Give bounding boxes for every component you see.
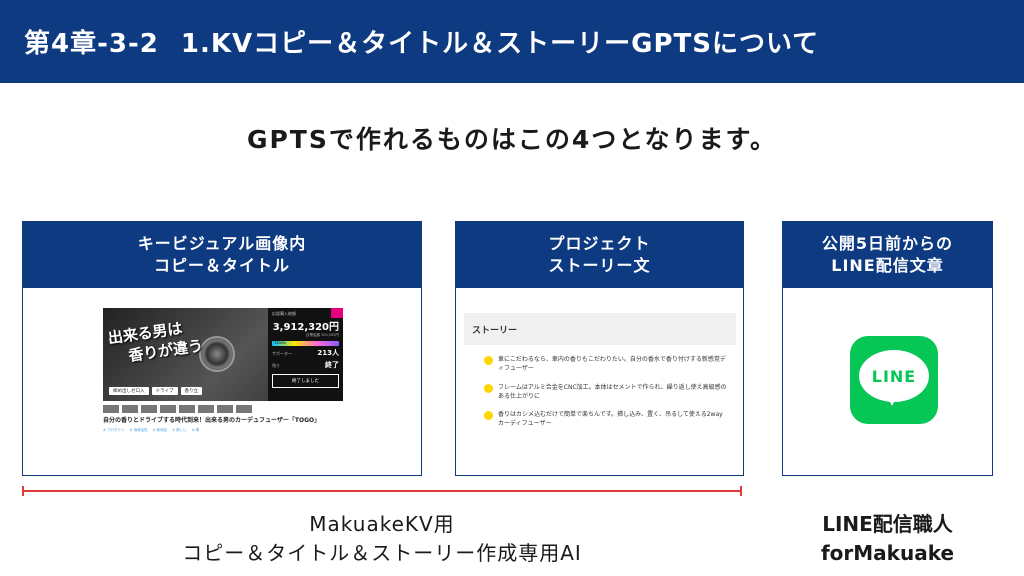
thumbnail[interactable] [103,405,119,413]
hero-tag: ドライブ [151,387,178,395]
thumbnail[interactable] [198,405,214,413]
line-bubble: LINE [859,350,929,402]
tag-chip[interactable]: # 地域活性 [129,428,148,433]
hero-tag: 香り立 [180,387,202,395]
bullet-dot-icon [484,411,493,421]
subtitle: GPTSで作れるものはこの4つとなります。 [246,125,778,154]
line-bubble-tail [886,394,898,406]
remaining-row: 残り 終了 [272,360,339,370]
tag-chips: # プロダクト # 地域活性 # 新商品 # 新しい # 車 [103,428,343,433]
new-badge [331,308,343,318]
supporters-row-label: サポーター [272,351,292,356]
project-title: 自分の香りとドライブする時代到来！出来る男のカーデュフューザー「TOGO」 [103,417,321,424]
card-title-line1: キービジュアル画像内 [137,233,307,253]
card-title-line2: LINE配信文章 [831,256,944,275]
story-heading: ストーリー [464,313,736,345]
supporters-row: サポーター 213人 [272,348,339,358]
card-body: LINE [783,288,992,475]
thumbnail[interactable] [236,405,252,413]
story-item: 車にこだわるなら、車内の香りもこだわりたい。自分の香水で香り付けする新感覚ディフ… [484,355,728,374]
supporters-total-label: 応援購入総額 [272,311,296,316]
thumbnail[interactable] [179,405,195,413]
story-list: 車にこだわるなら、車内の香りもこだわりたい。自分の香水で香り付けする新感覚ディフ… [464,345,736,429]
page-title: 1.KVコピー＆タイトル＆ストーリーGPTSについて [180,29,820,59]
thumbnail[interactable] [160,405,176,413]
status-value: 終了 [325,361,339,369]
card-title-line1: 公開5日前からの [821,233,954,253]
story-preview: ストーリー 車にこだわるなら、車内の香りもこだわりたい。自分の香水で香り付けする… [464,313,736,438]
line-app-icon: LINE [850,336,938,424]
hero-tags: 締め出しゼロ入 ドライブ 香り立 [109,387,202,395]
card-title-line1: プロジェクト [548,233,651,253]
caption-line1: MakuakeKV用 [309,512,455,536]
scope-bracket [22,486,742,496]
card-body: 出来る男は 香りが違う 締め出しゼロ入 ドライブ 香り立 応援購入総額 3,91… [23,288,421,475]
car-vent-diffuser-image [199,336,235,372]
card-title-line2: コピー＆タイトル [153,256,290,275]
story-item: フレームはアルミ合金をCNC加工。本体はセメントで作られ、繰り返し使え高級感のあ… [484,383,728,402]
thumbnail-strip [103,405,343,413]
tag-chip[interactable]: # 車 [191,428,200,433]
story-item-text: 香りはカシメ込むだけで簡単で楽ちんです。挿し込み、置く、吊るして使える2wayカ… [498,411,723,428]
story-item-text: 車にこだわるなら、車内の香りもこだわりたい。自分の香水で香り付けする新感覚ディフ… [498,356,726,373]
thumbnail[interactable] [141,405,157,413]
thumbnail[interactable] [122,405,138,413]
story-item-text: フレームはアルミ合金をCNC加工。本体はセメントで作られ、繰り返し使え高級感のあ… [498,383,727,400]
bullet-dot-icon [484,383,493,393]
card-body: ストーリー 車にこだわるなら、車内の香りもこだわりたい。自分の香水で香り付けする… [456,288,743,475]
progress-label: 1304% [274,341,287,345]
card-kv-copy: キービジュアル画像内 コピー＆タイトル 出来る男は 香りが違う 締め出しゼロ入 … [22,221,422,476]
card-header: プロジェクト ストーリー文 [456,222,743,288]
ended-button[interactable]: 終了しました [272,374,339,388]
story-item: 香りはカシメ込むだけで簡単で楽ちんです。挿し込み、置く、吊るして使える2wayカ… [484,410,728,429]
tag-chip[interactable]: # 新商品 [152,428,168,433]
hero-tag: 締め出しゼロ入 [109,387,149,395]
key-visual-copy: 出来る男は 香りが違う [107,316,205,369]
makuake-ai-caption: MakuakeKV用 コピー＆タイトル＆ストーリー作成専用AI [22,510,742,568]
thumbnail[interactable] [217,405,233,413]
goal-amount: 目標金額 300,000円 [305,333,339,337]
caption-line1: LINE配信職人 [822,512,953,536]
tag-chip[interactable]: # プロダクト [103,428,125,433]
funding-panel: 応援購入総額 3,912,320円 目標金額 300,000円 1304% サポ… [268,308,343,401]
card-title-line2: ストーリー文 [548,256,651,275]
card-line-message: 公開5日前からの LINE配信文章 LINE [782,221,993,476]
caption-line2: コピー＆タイトル＆ストーリー作成専用AI [182,541,582,565]
card-header: 公開5日前からの LINE配信文章 [783,222,992,288]
card-header: キービジュアル画像内 コピー＆タイトル [23,222,421,288]
makuake-project-preview: 出来る男は 香りが違う 締め出しゼロ入 ドライブ 香り立 応援購入総額 3,91… [103,308,343,433]
chapter-label: 第4章-3-2 [24,29,159,59]
header-bar: 第4章-3-2 1.KVコピー＆タイトル＆ストーリーGPTSについて [0,0,1024,83]
key-visual-image: 出来る男は 香りが違う 締め出しゼロ入 ドライブ 香り立 応援購入総額 3,91… [103,308,343,401]
caption-line2: forMakuake [820,541,955,565]
supporters-count: 213人 [317,349,339,357]
tag-chip[interactable]: # 新しい [172,428,187,433]
remaining-label: 残り [272,363,280,368]
funding-progress-bar: 1304% [272,341,339,346]
bullet-dot-icon [484,356,493,365]
funding-amount: 3,912,320円 [272,322,339,333]
card-project-story: プロジェクト ストーリー文 ストーリー 車にこだわるなら、車内の香りもこだわりた… [455,221,744,476]
line-icon-text: LINE [871,366,917,386]
line-ai-caption: LINE配信職人 forMakuake [782,510,993,568]
